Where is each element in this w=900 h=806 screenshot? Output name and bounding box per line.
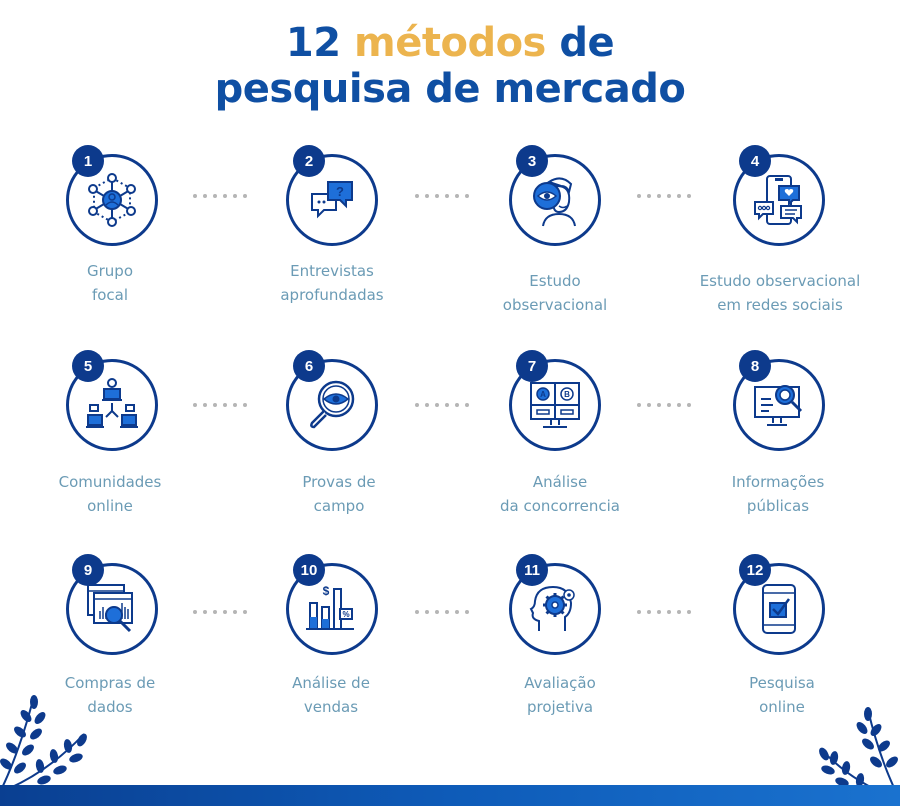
step-number-badge: 8: [739, 350, 771, 382]
network-people-icon: [88, 173, 136, 227]
dotted-connector: [415, 403, 469, 407]
mobile-checkbox-icon: [762, 584, 796, 634]
monitor-search-icon: [754, 385, 803, 426]
bottom-bar: [0, 785, 900, 806]
dotted-connector: [637, 610, 691, 614]
dotted-connector: [637, 194, 691, 198]
step-number-badge: 4: [739, 145, 771, 177]
svg-text:A: A: [540, 390, 546, 399]
connected-users-icon: [86, 378, 138, 428]
sales-bar-chart-icon: $ %: [306, 584, 354, 630]
svg-text:%: %: [342, 610, 349, 619]
dotted-connector: [193, 403, 247, 407]
step-number-badge: 1: [72, 145, 104, 177]
smartphone-social-icon: [754, 175, 802, 225]
dotted-connector: [193, 194, 247, 198]
svg-text:B: B: [564, 390, 570, 399]
data-chart-search-icon: [87, 584, 133, 633]
title-word: de: [559, 20, 615, 66]
person-eye-icon: [533, 177, 576, 227]
step-number-badge: 2: [293, 145, 325, 177]
chat-bubbles-question-icon: ?: [311, 181, 353, 219]
title-number: 12: [285, 20, 341, 66]
step-number-badge: 5: [72, 350, 104, 382]
head-gears-icon: [529, 585, 575, 631]
svg-text:$: $: [323, 584, 330, 598]
dotted-connector: [193, 610, 247, 614]
dotted-connector: [637, 403, 691, 407]
title-line2: pesquisa de mercado: [214, 66, 686, 112]
step-number-badge: 11: [516, 554, 548, 586]
step-number-badge: 12: [739, 554, 771, 586]
step-number-badge: 9: [72, 554, 104, 586]
step-number-badge: 7: [516, 350, 548, 382]
title-accent-word: métodos: [354, 20, 546, 66]
leaf-branch-left-icon: [0, 695, 87, 789]
dotted-connector: [415, 610, 469, 614]
page-title: 12 métodos de pesquisa de mercado: [0, 20, 900, 112]
step-number-badge: 6: [293, 350, 325, 382]
dotted-connector: [415, 194, 469, 198]
svg-text:?: ?: [336, 184, 344, 199]
magnifier-eye-icon: [310, 380, 355, 429]
step-number-badge: 10: [293, 554, 325, 586]
ab-monitor-icon: A B: [530, 382, 580, 428]
step-number-badge: 3: [516, 145, 548, 177]
